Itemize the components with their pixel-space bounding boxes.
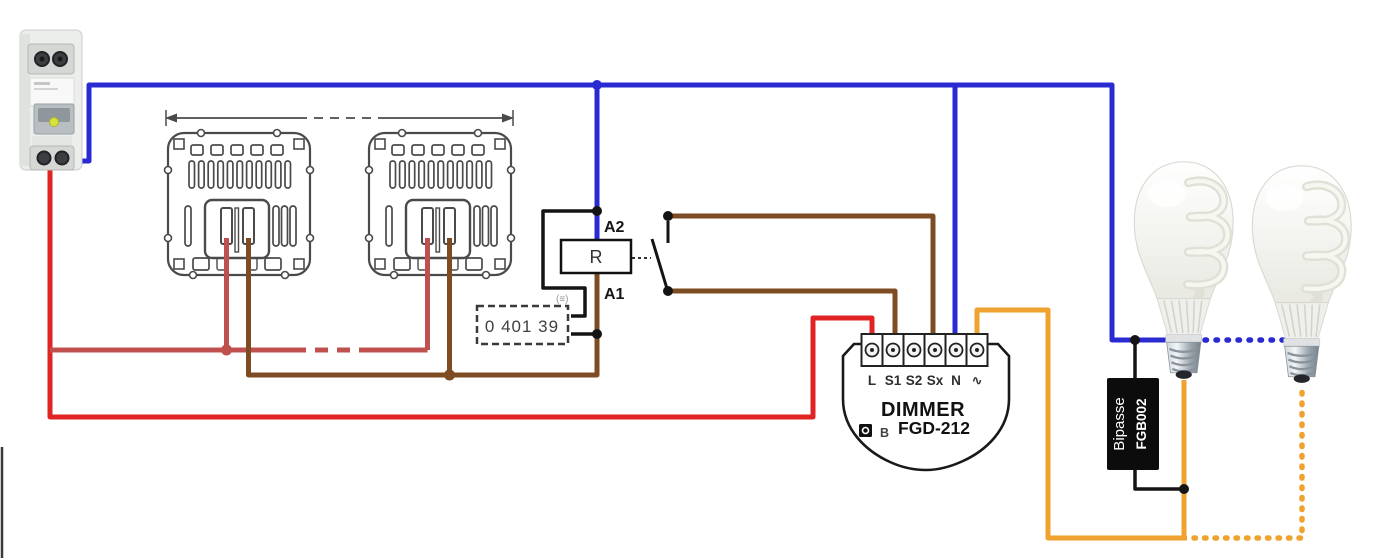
bypass-name: Bipasse xyxy=(1111,397,1128,450)
dimmer-terminal-labels: L S1 S2 Sx N ∿ xyxy=(868,373,983,388)
dimmer-output-run xyxy=(974,307,1187,541)
relay-label: R xyxy=(590,247,603,267)
relay-coil-bracket xyxy=(541,209,597,318)
line-wire-red xyxy=(47,158,875,420)
switch-feed-junction-dot xyxy=(221,344,232,356)
compensator-reference: 0 401 39 xyxy=(485,317,559,336)
contact-blade xyxy=(650,238,670,293)
compensator-box: 0 401 39 (≡) xyxy=(475,294,570,346)
terminal-screws xyxy=(864,342,985,358)
relay: R A2 A1 xyxy=(559,211,673,303)
switch-feed-wire xyxy=(50,238,430,353)
b-button-icon xyxy=(859,424,872,437)
compensator-mark-icon: (≡) xyxy=(556,294,569,305)
breaker-status-indicator xyxy=(49,117,59,127)
dimmer-model: FGD-212 xyxy=(898,418,970,438)
line-bus xyxy=(47,158,875,420)
wall-switch-2 xyxy=(364,128,516,280)
bulb-1 xyxy=(1134,162,1233,379)
terminal-label-s1: S1 xyxy=(885,373,902,388)
contact-to-s1 xyxy=(668,288,898,335)
neutral-junction-dot xyxy=(592,80,602,90)
bypass-module: Bipasse FGB002 xyxy=(1107,378,1159,470)
wire-junction-dots xyxy=(592,206,1189,494)
lamp-wire-orange xyxy=(974,307,1305,541)
dimension-line xyxy=(165,110,514,126)
terminal-label-sx: Sx xyxy=(927,373,944,388)
bulb2-dotted-lead xyxy=(1191,383,1305,541)
terminal-label-s2: S2 xyxy=(906,373,923,388)
relay-terminal-a1: A1 xyxy=(604,286,625,303)
b-button-label: B xyxy=(880,426,889,440)
terminal-label-l: L xyxy=(868,373,876,388)
terminal-label-n: N xyxy=(951,373,961,388)
switched-wire-brown xyxy=(246,213,936,378)
relay-terminal-a2: A2 xyxy=(604,219,625,236)
switched-junction-dot xyxy=(444,369,455,381)
dimmer-module: L S1 S2 Sx N ∿ DIMMER FGD-212 B xyxy=(841,333,1011,472)
bypass-bottom-lead xyxy=(1133,468,1184,491)
dimmer-terminal-strip xyxy=(860,333,989,367)
bypass-model: FGB002 xyxy=(1134,398,1149,449)
bulb-2 xyxy=(1252,166,1351,383)
circuit-breaker xyxy=(19,29,83,171)
terminal-label-load-icon: ∿ xyxy=(971,373,982,388)
dimmer-title: DIMMER xyxy=(881,399,965,421)
switch1-return xyxy=(246,238,600,378)
relay-contact xyxy=(632,211,673,296)
contact-to-sx xyxy=(668,213,936,335)
wall-switch-1 xyxy=(163,128,315,280)
